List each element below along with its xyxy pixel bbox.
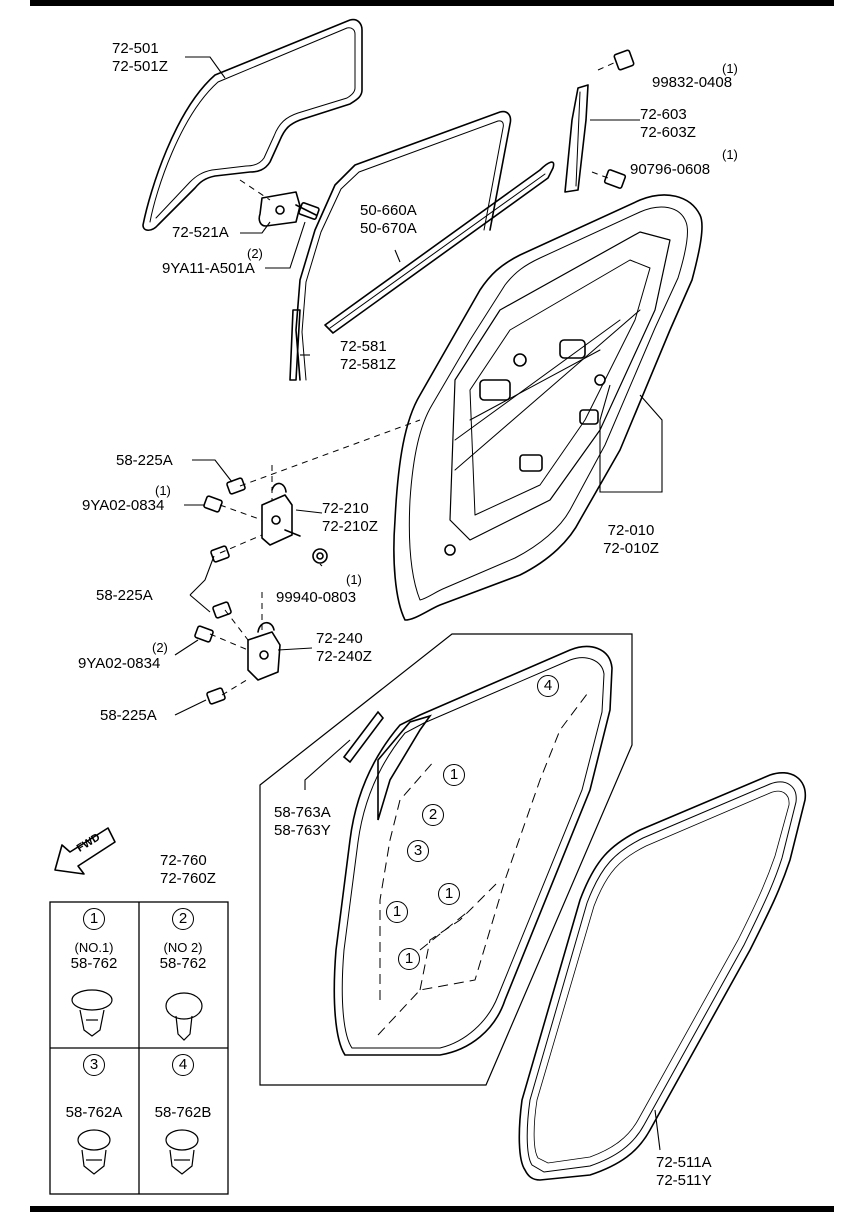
legend-part-4: 58-762B [154, 1104, 212, 1121]
label-lower-bolt-b-qty: (2) [152, 640, 168, 655]
belt-channel [324, 161, 555, 334]
label-bolt-sash-qty: (1) [722, 147, 738, 162]
callout-1: 1 [386, 901, 408, 923]
legend-mark-3: 3 [83, 1054, 105, 1076]
legend-cell-2: 2 (NO 2) 58-762 [139, 908, 227, 972]
clip-4-icon [165, 1129, 199, 1175]
legend-mark-1: 1 [83, 908, 105, 930]
glass-run [289, 110, 512, 381]
legend-part-1: 58-762 [70, 955, 118, 972]
lower-hinge [247, 621, 281, 681]
door-shell [393, 194, 703, 621]
bolts [194, 477, 328, 705]
fwd-arrow [54, 827, 116, 875]
legend-mark-2: 2 [172, 908, 194, 930]
legend-part-3: 58-762A [65, 1104, 123, 1121]
glass-bracket [258, 191, 320, 227]
bottom-border [30, 1206, 834, 1212]
label-glass-bolt: 9YA11-A501A [162, 260, 255, 277]
screen-enclosure [259, 633, 633, 1086]
callout-1: 1 [398, 948, 420, 970]
legend-clips [71, 989, 203, 1175]
legend-qualifier-1: (NO.1) [74, 940, 114, 955]
legend-part-2: 58-762 [159, 955, 207, 972]
door-glass [142, 18, 363, 232]
legend-cell-3: 3 58-762A [50, 1054, 138, 1121]
label-glass-bracket: 72-521A [172, 224, 229, 241]
legend-grid [49, 901, 229, 1195]
label-bolt-top-qty: (1) [722, 61, 738, 76]
clip-2-icon [165, 992, 203, 1041]
label-bolt-sash: 90796-0608 [630, 161, 711, 178]
callout-1: 1 [438, 883, 460, 905]
label-glass-bolt-qty: (2) [247, 246, 263, 261]
watershield [333, 645, 613, 1056]
label-lower-bolt-b: 9YA02-0834 [78, 655, 161, 672]
weatherstrip [518, 772, 806, 1181]
legend-qualifier-2: (NO 2) [163, 940, 203, 955]
rear-sash [564, 49, 635, 193]
clip-1-icon [71, 989, 113, 1037]
callout-2: 2 [422, 804, 444, 826]
label-bolt-top: 99832-0408 [652, 74, 733, 91]
label-upper-bolt-b: 9YA02-0834 [82, 497, 165, 514]
legend-mark-4: 4 [172, 1054, 194, 1076]
label-hinge-bolts: 58-225A [96, 587, 153, 604]
legend-cell-4: 4 58-762B [139, 1054, 227, 1121]
label-nut-qty: (1) [346, 572, 362, 587]
label-nut: 99940-0803 [276, 589, 357, 606]
upper-hinge [261, 482, 301, 546]
label-upper-bolt-b-qty: (1) [155, 483, 171, 498]
callout-1: 1 [443, 764, 465, 786]
label-lower-bolt-a: 58-225A [100, 707, 157, 724]
top-border [30, 0, 834, 6]
callout-4: 4 [537, 675, 559, 697]
label-upper-bolt-a: 58-225A [116, 452, 173, 469]
callout-3: 3 [407, 840, 429, 862]
legend-cell-1: 1 (NO.1) 58-762 [50, 908, 138, 972]
clip-3-icon [77, 1129, 111, 1175]
